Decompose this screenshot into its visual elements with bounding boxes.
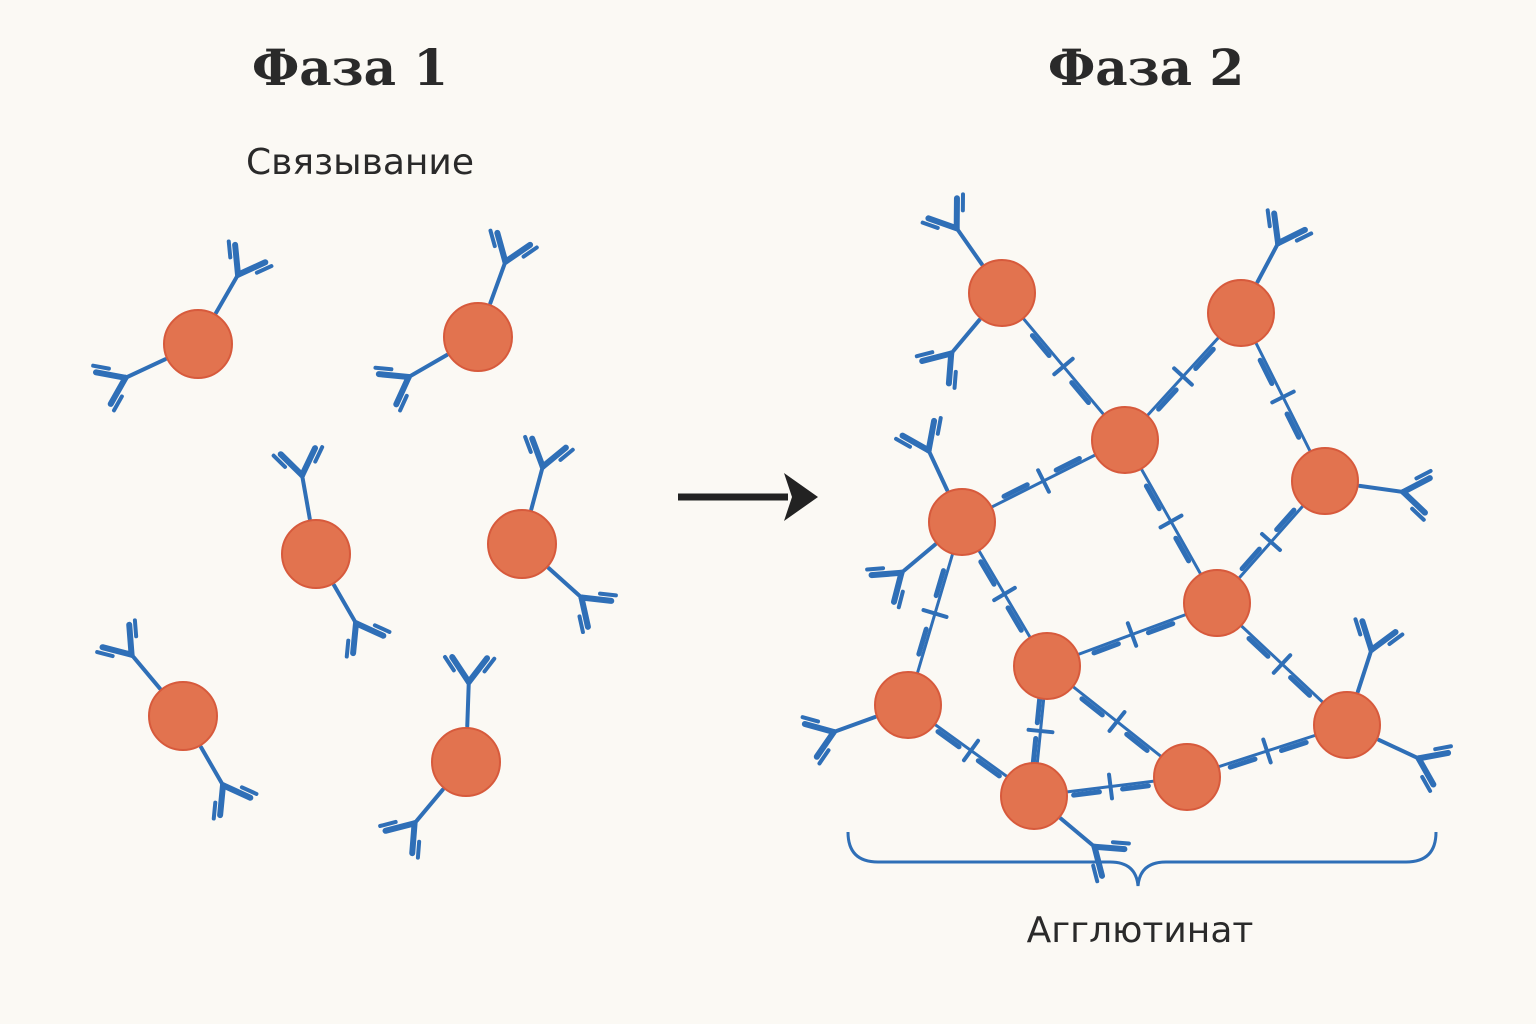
particle-circle bbox=[1207, 279, 1275, 347]
particle-circle bbox=[443, 302, 513, 372]
particle-circle bbox=[928, 488, 996, 556]
particle-circle bbox=[1291, 447, 1359, 515]
particle-circle bbox=[163, 309, 233, 379]
antibody-icon bbox=[199, 745, 259, 821]
particle-circle bbox=[1313, 691, 1381, 759]
antibody-icon bbox=[1376, 737, 1453, 793]
antibody-icon bbox=[332, 583, 392, 659]
particle-circle bbox=[281, 519, 351, 589]
antibody-icon bbox=[920, 192, 984, 267]
phase1-binding-group bbox=[91, 228, 618, 860]
arrow-head bbox=[784, 473, 818, 521]
antibody-icon bbox=[214, 239, 274, 315]
antibody-icon bbox=[373, 353, 449, 413]
antibody-icon bbox=[546, 566, 618, 635]
particle-circle bbox=[148, 681, 218, 751]
phase1-subtitle: Связывание bbox=[246, 142, 474, 183]
antibody-icon bbox=[894, 416, 950, 493]
antibody-icon bbox=[91, 357, 168, 413]
transition-arrow bbox=[678, 473, 818, 521]
particle-circle bbox=[487, 509, 557, 579]
particle-circle bbox=[968, 259, 1036, 327]
antibody-icon bbox=[488, 228, 539, 306]
particle-circle bbox=[1091, 406, 1159, 474]
particle-circle bbox=[874, 671, 942, 739]
particle-circle bbox=[431, 727, 501, 797]
phase1-title: Фаза 1 bbox=[251, 38, 449, 97]
phase2-agglutinate-group bbox=[874, 259, 1381, 830]
antibody-icon bbox=[865, 542, 938, 610]
particle-circle bbox=[1013, 632, 1081, 700]
antibody-icon bbox=[443, 654, 497, 729]
antibody-icon bbox=[1353, 617, 1405, 694]
phase2-title: Фаза 2 bbox=[1047, 38, 1245, 97]
antibody-icon bbox=[523, 434, 575, 512]
antibody-icon bbox=[800, 714, 878, 766]
antibody-icon bbox=[914, 317, 982, 390]
antibody-icon bbox=[95, 618, 162, 691]
antibody-icon bbox=[271, 445, 325, 521]
phase2-antibody-bridges bbox=[800, 192, 1453, 884]
particle-circle bbox=[1153, 743, 1221, 811]
particle-circle bbox=[1183, 569, 1251, 637]
antibody-icon bbox=[1357, 468, 1433, 522]
agglutinate-brace bbox=[846, 831, 1438, 887]
antibody-icon bbox=[1255, 208, 1314, 285]
agglutinate-label: Агглютинат bbox=[1026, 910, 1254, 951]
antibody-icon bbox=[1058, 816, 1131, 884]
particle-circle bbox=[1000, 762, 1068, 830]
antibody-icon bbox=[378, 787, 445, 860]
